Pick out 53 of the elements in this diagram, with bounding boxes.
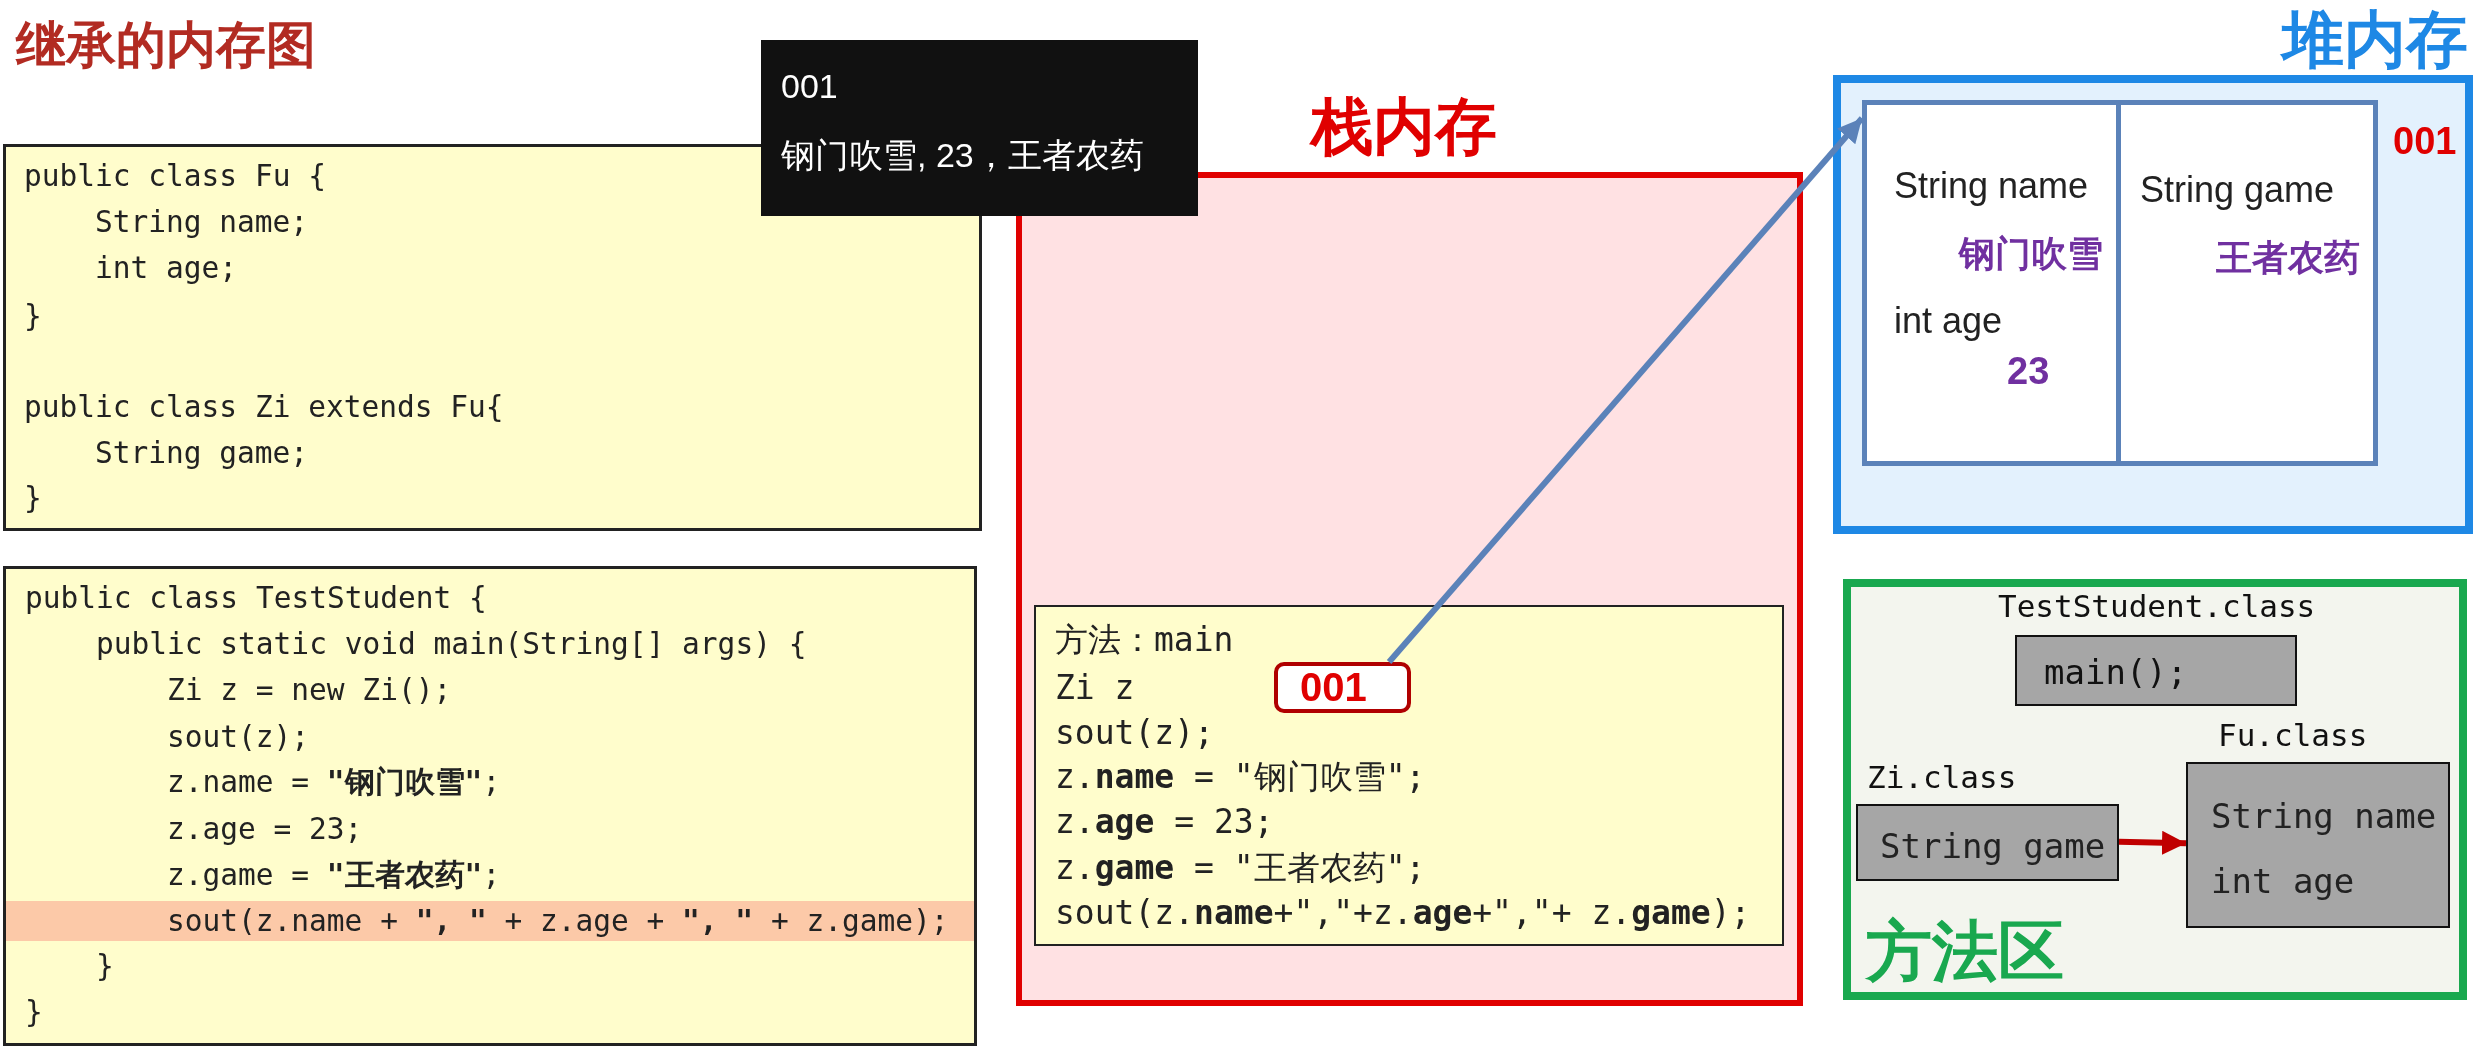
- code-line: z.game = "王者农药";: [1055, 848, 1426, 888]
- code-line: sout(z.name + ", " + z.age + ", " + z.game);: [167, 904, 949, 940]
- field-name: String name: [1894, 164, 2089, 208]
- code-line: public class TestStudent {: [25, 581, 487, 617]
- code-line: sout(z);: [1055, 713, 1214, 753]
- code-line: z.age = 23;: [1055, 802, 1274, 842]
- code-line: z.age = 23;: [167, 812, 363, 848]
- address-text: 001: [2393, 119, 2457, 165]
- code-line: }: [24, 299, 42, 335]
- output-text: 001: [781, 65, 838, 107]
- object-box: [1862, 100, 2378, 466]
- class-name: Fu.class: [2218, 717, 2368, 755]
- field-name: int age: [2211, 860, 2355, 902]
- code-line: int age;: [95, 251, 238, 287]
- code-line: Zi z = new Zi();: [167, 673, 452, 709]
- field-value: 23: [2007, 349, 2050, 395]
- class-name: TestStudent.class: [1998, 588, 2316, 626]
- code-box: [3, 566, 977, 1046]
- section-heading: 栈内存: [1311, 90, 1497, 163]
- method-frame: [1034, 605, 1784, 946]
- method-area-frame: [1843, 579, 2467, 1000]
- code-line: }: [96, 949, 114, 985]
- code-line: sout(z);: [167, 720, 310, 756]
- arrow: [2118, 830, 2187, 855]
- field-value: 钢门吹雪: [1959, 232, 2103, 276]
- field-value: 王者农药: [2216, 236, 2360, 280]
- section-heading: 堆内存: [2282, 3, 2468, 76]
- field-name: String name: [2211, 795, 2437, 837]
- field-name: String game: [2140, 168, 2335, 212]
- method-name: main();: [2044, 651, 2188, 693]
- class-name: Zi.class: [1867, 759, 2017, 797]
- code-line: public class Zi extends Fu{: [24, 390, 504, 426]
- code-line: z.name = "钢门吹雪";: [1055, 757, 1426, 797]
- code-line: Zi z: [1055, 668, 1135, 708]
- code-line: z.name = "钢门吹雪";: [167, 765, 501, 801]
- code-line: sout(z.name+","+z.age+","+ z.game);: [1055, 893, 1751, 933]
- section-heading: 方法区: [1866, 913, 2064, 991]
- address-text: 001: [1300, 664, 1367, 711]
- address-badge: [1274, 662, 1411, 713]
- code-line: }: [24, 481, 42, 517]
- code-line: String game;: [95, 436, 309, 472]
- title: 继承的内存图: [16, 16, 316, 75]
- field-name: String game: [1880, 825, 2106, 867]
- code-line: String name;: [95, 205, 309, 241]
- console-output: [761, 40, 1198, 216]
- arrow: [1386, 116, 1865, 664]
- field-name: int age: [1894, 299, 2003, 343]
- code-line: 方法：main: [1055, 620, 1234, 660]
- code-line: public static void main(String[] args) {: [96, 627, 807, 663]
- code-line: public class Fu {: [24, 159, 326, 195]
- code-line: }: [25, 995, 43, 1031]
- code-line: z.game = "王者农药";: [167, 858, 501, 894]
- output-text: 钢门吹雪, 23，王者农药: [781, 134, 1144, 176]
